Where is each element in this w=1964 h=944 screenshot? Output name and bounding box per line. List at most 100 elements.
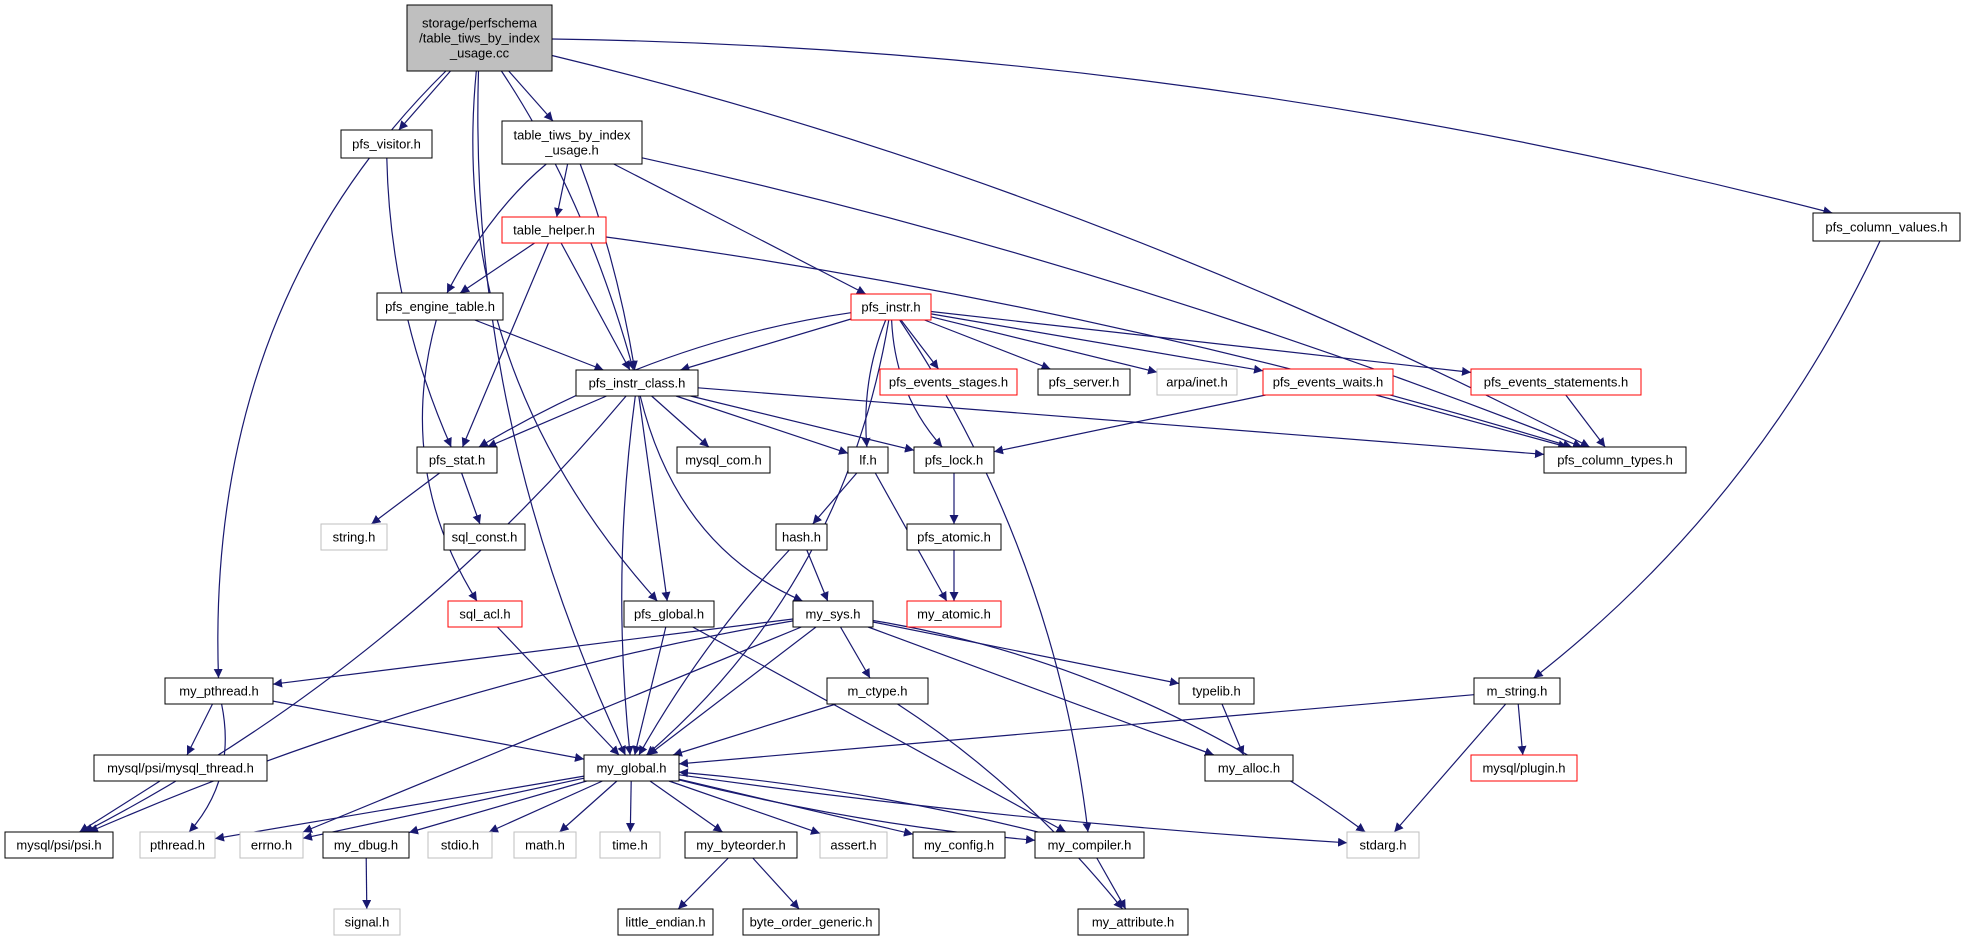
node-pfs-events-stages[interactable]: pfs_events_stages.h — [879, 368, 1018, 396]
node-errno[interactable]: errno.h — [239, 831, 304, 859]
node-label: my_alloc.h — [1218, 761, 1280, 776]
node-stdarg[interactable]: stdarg.h — [1346, 831, 1420, 859]
node-psi[interactable]: mysql/psi/psi.h — [4, 831, 114, 859]
node-my-atomic[interactable]: my_atomic.h — [906, 600, 1002, 628]
node-mysql-com[interactable]: mysql_com.h — [676, 446, 771, 474]
node-label: mysql/psi/mysql_thread.h — [107, 761, 254, 776]
node-pfs-instr-class[interactable]: pfs_instr_class.h — [575, 369, 699, 397]
node-box — [1470, 368, 1642, 396]
node-label: assert.h — [830, 838, 876, 853]
node-my-compiler[interactable]: my_compiler.h — [1034, 831, 1145, 859]
edge-tiws_h-to-pfs_engine_table — [446, 163, 547, 294]
node-label: sql_acl.h — [459, 607, 510, 622]
node-label: pfs_column_values.h — [1825, 220, 1947, 235]
node-pfs-global[interactable]: pfs_global.h — [623, 600, 715, 628]
node-table-helper[interactable]: table_helper.h — [501, 216, 607, 244]
node-box — [792, 600, 874, 628]
node-pfs-column-types[interactable]: pfs_column_types.h — [1543, 446, 1687, 474]
node-box — [322, 831, 410, 859]
node-box — [575, 369, 699, 397]
node-label: /table_tiws_by_index — [419, 31, 540, 46]
node-my-attribute[interactable]: my_attribute.h — [1077, 908, 1189, 936]
node-box — [1178, 677, 1255, 705]
node-math[interactable]: math.h — [513, 831, 577, 859]
node-label: stdarg.h — [1360, 838, 1407, 853]
edge-my_sys-to-stdarg — [872, 619, 1366, 833]
node-string-h[interactable]: string.h — [320, 523, 388, 551]
node-label: table_helper.h — [513, 223, 595, 238]
node-box — [320, 523, 388, 551]
node-label: _usage.cc — [449, 46, 510, 61]
edge-pfs_instr-to-pfs_events_stages — [900, 319, 939, 370]
node-my-alloc[interactable]: my_alloc.h — [1204, 754, 1294, 782]
node-little-endian[interactable]: little_endian.h — [617, 908, 714, 936]
node-my-sys[interactable]: my_sys.h — [792, 600, 874, 628]
edge-my_sys-to-my_global — [648, 626, 817, 756]
node-label: my_config.h — [924, 838, 994, 853]
node-label: table_tiws_by_index — [513, 128, 631, 143]
node-pfs-stat[interactable]: pfs_stat.h — [416, 446, 498, 474]
node-my-byteorder[interactable]: my_byteorder.h — [684, 831, 798, 859]
node-pfs-events-waits[interactable]: pfs_events_waits.h — [1262, 368, 1394, 396]
edge-root-to-my_global — [477, 70, 626, 756]
node-my-pthread[interactable]: my_pthread.h — [164, 677, 274, 705]
node-box — [501, 216, 607, 244]
node-label: pfs_instr_class.h — [589, 376, 686, 391]
edge-pfs_instr-to-my_compiler — [899, 319, 1092, 833]
node-lf[interactable]: lf.h — [847, 446, 889, 474]
node-pfs-lock[interactable]: pfs_lock.h — [913, 446, 995, 474]
node-assert[interactable]: assert.h — [819, 831, 888, 859]
node-label: stdio.h — [441, 838, 479, 853]
edge-my_pthread-to-mysql_thread — [186, 703, 214, 756]
node-typelib[interactable]: typelib.h — [1178, 677, 1255, 705]
node-pfs-visitor[interactable]: pfs_visitor.h — [340, 129, 433, 159]
node-label: lf.h — [859, 453, 876, 468]
node-box — [139, 831, 216, 859]
node-box — [406, 4, 553, 72]
edge-pfs_events_statements-to-pfs_column_types — [1565, 394, 1606, 448]
node-my-dbug[interactable]: my_dbug.h — [322, 831, 410, 859]
node-label: arpa/inet.h — [1166, 375, 1227, 390]
node-box — [1473, 677, 1561, 705]
node-signal[interactable]: signal.h — [333, 908, 401, 936]
node-tiws-h[interactable]: table_tiws_by_index_usage.h — [501, 120, 643, 165]
node-m-ctype[interactable]: m_ctype.h — [826, 677, 929, 705]
edge-pfs_instr_class-to-pfs_column_types — [697, 387, 1545, 459]
node-sql-const[interactable]: sql_const.h — [443, 523, 526, 551]
node-label: my_atomic.h — [917, 607, 991, 622]
node-mysql-thread[interactable]: mysql/psi/mysql_thread.h — [93, 754, 268, 782]
node-box — [819, 831, 888, 859]
node-box — [775, 523, 828, 551]
node-pfs-events-statements[interactable]: pfs_events_statements.h — [1470, 368, 1642, 396]
node-pfs-column-values[interactable]: pfs_column_values.h — [1812, 212, 1961, 242]
node-stdio[interactable]: stdio.h — [427, 831, 493, 859]
edge-table_helper-to-pfs_column_types — [605, 236, 1573, 449]
node-label: pfs_server.h — [1049, 375, 1120, 390]
edge-my_sys-to-my_alloc — [867, 626, 1215, 757]
node-root[interactable]: storage/perfschema/table_tiws_by_index_u… — [406, 4, 553, 72]
node-my-global[interactable]: my_global.h — [583, 754, 680, 782]
node-pfs-server[interactable]: pfs_server.h — [1037, 368, 1131, 396]
node-pthread[interactable]: pthread.h — [139, 831, 216, 859]
edge-lf-to-hash — [812, 472, 858, 525]
node-pfs-instr[interactable]: pfs_instr.h — [850, 293, 932, 321]
node-label: hash.h — [782, 530, 821, 545]
node-pfs-engine-table[interactable]: pfs_engine_table.h — [376, 292, 504, 321]
node-byte-order-generic[interactable]: byte_order_generic.h — [742, 908, 880, 936]
node-my-config[interactable]: my_config.h — [912, 831, 1006, 859]
edge-table_helper-to-pfs_engine_table — [459, 242, 535, 294]
node-arpa-inet[interactable]: arpa/inet.h — [1156, 368, 1238, 396]
node-mysql-plugin[interactable]: mysql/plugin.h — [1470, 754, 1578, 782]
node-box — [164, 677, 274, 705]
edge-pfs_instr_class-to-my_sys — [639, 395, 803, 602]
node-hash[interactable]: hash.h — [775, 523, 828, 551]
node-time[interactable]: time.h — [599, 831, 661, 859]
edge-pfs_instr-to-my_global — [646, 319, 890, 756]
edge-pfs_instr_class-to-pfs_lock — [690, 395, 915, 453]
node-pfs-atomic[interactable]: pfs_atomic.h — [906, 523, 1002, 551]
node-label: my_dbug.h — [334, 838, 398, 853]
node-sql-acl[interactable]: sql_acl.h — [447, 600, 523, 628]
node-m-string[interactable]: m_string.h — [1473, 677, 1561, 705]
edge-my_global-to-my_compiler — [678, 779, 1036, 844]
node-box — [826, 677, 929, 705]
